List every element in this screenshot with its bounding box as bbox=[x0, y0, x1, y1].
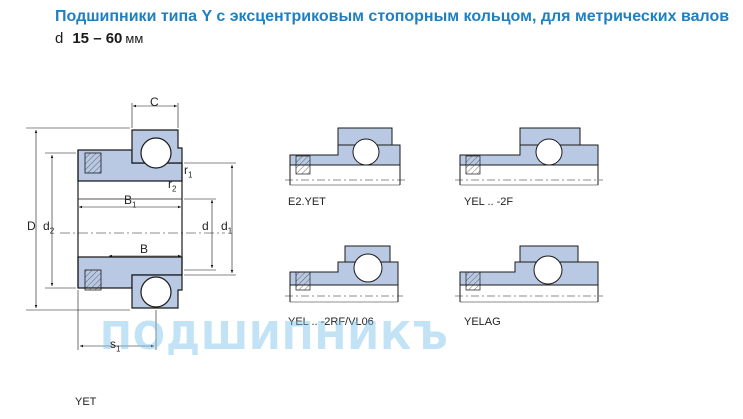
caption-yel-2f: YEL .. -2F bbox=[464, 196, 514, 208]
caption-yel-2rf-vl06: YEL .. -2RF/VL06 bbox=[288, 316, 374, 328]
range-value: 15 – 60 bbox=[72, 30, 123, 47]
watermark-logo: ПОДШИПНИКЪ bbox=[100, 314, 449, 358]
caption-yelag: YELAG bbox=[464, 316, 501, 328]
dim-label-r1: r1 bbox=[184, 163, 193, 180]
caption-e2-yet: E2.YET bbox=[288, 196, 326, 208]
dim-label-r2: r2 bbox=[168, 177, 177, 194]
variant-e2-yet-drawing bbox=[285, 127, 405, 186]
page-title: Подшипники типа Y с эксцентриковым стопо… bbox=[55, 8, 730, 25]
variant-yel-2f-drawing bbox=[455, 127, 603, 186]
variant-yelag-drawing bbox=[455, 245, 603, 303]
main-dimension-lines bbox=[26, 103, 236, 350]
variant-yel-2rf-vl06-drawing bbox=[285, 245, 403, 303]
dim-label-c: C bbox=[150, 95, 159, 109]
dim-label-b: B bbox=[140, 242, 149, 256]
dim-label-s1: s1 bbox=[110, 337, 121, 354]
caption-yet: YET bbox=[75, 396, 97, 408]
dim-label-d-outer: D bbox=[27, 219, 36, 233]
dim-label-d-bore: d bbox=[202, 219, 209, 233]
main-cross-section bbox=[60, 129, 225, 309]
dim-label-d2: d2 bbox=[43, 219, 55, 236]
range-unit: мм bbox=[125, 31, 144, 46]
dim-label-d1: d1 bbox=[221, 219, 233, 236]
dim-label-b1: B1 bbox=[124, 193, 137, 210]
range-symbol: d bbox=[55, 30, 64, 47]
